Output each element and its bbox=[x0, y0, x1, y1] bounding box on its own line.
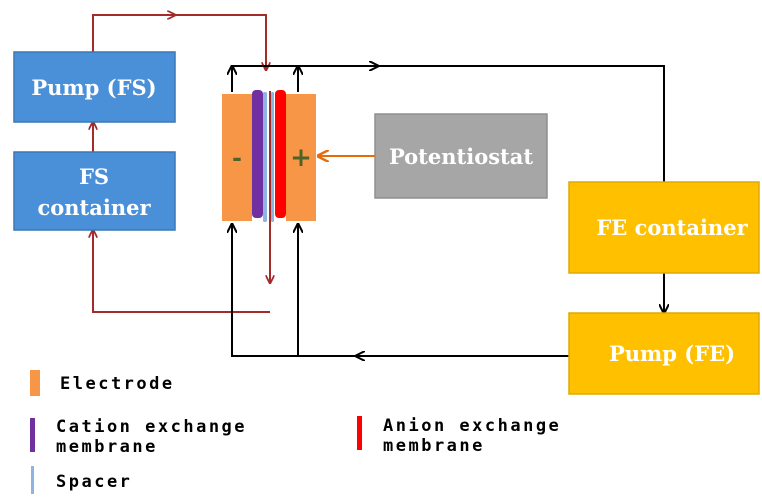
legend-cation-label-line2: membrane bbox=[56, 437, 158, 457]
fs-container-label-line1: FS bbox=[79, 164, 109, 189]
fs-container-box: FS container bbox=[13, 151, 176, 231]
fe-to-container-line bbox=[378, 65, 665, 182]
pump-fe-label: Pump (FE) bbox=[609, 341, 735, 366]
pump-fs-box: Pump (FS) bbox=[13, 51, 176, 123]
spacer-strip-right bbox=[271, 92, 274, 222]
fe-cell-left-in-arrow bbox=[232, 224, 356, 357]
fe-container-box: FE container bbox=[568, 181, 760, 274]
fe-flow-lines bbox=[232, 66, 664, 356]
pump-fs-label: Pump (FS) bbox=[31, 75, 156, 100]
pump-fs-rect bbox=[13, 51, 176, 123]
legend-cation-label-line1: Cation exchange bbox=[56, 417, 247, 437]
legend: Electrode Cation exchange membrane Anion… bbox=[30, 370, 561, 494]
legend-anion-swatch bbox=[357, 416, 362, 450]
left-electrode bbox=[222, 94, 252, 221]
potentiostat-label: Potentiostat bbox=[389, 144, 533, 169]
spacer-strip-left bbox=[263, 92, 267, 222]
legend-electrode-swatch bbox=[30, 370, 40, 396]
cathode-minus-sign: - bbox=[232, 143, 242, 172]
anode-plus-sign: + bbox=[290, 143, 312, 173]
potentiostat-box: Potentiostat bbox=[374, 113, 548, 199]
fs-container-rect bbox=[13, 151, 176, 231]
pump-fe-box: Pump (FE) bbox=[568, 312, 760, 395]
legend-spacer-label: Spacer bbox=[56, 472, 132, 492]
pump-fs-out-arrow bbox=[92, 15, 175, 52]
cation-exchange-membrane bbox=[252, 90, 263, 218]
legend-anion-label-line2: membrane bbox=[383, 436, 485, 456]
anion-exchange-membrane bbox=[275, 90, 286, 218]
legend-anion-label-line1: Anion exchange bbox=[383, 416, 561, 436]
right-electrode bbox=[286, 94, 316, 221]
legend-electrode-label: Electrode bbox=[60, 374, 175, 394]
fe-container-rect bbox=[568, 181, 760, 274]
ed-cell-stack: - + bbox=[222, 90, 316, 222]
fs-container-label-line2: container bbox=[37, 195, 151, 220]
fe-container-label: FE container bbox=[596, 215, 748, 240]
fs-to-cell-top-arrow bbox=[175, 14, 266, 70]
fs-return-to-container-arrow bbox=[93, 230, 270, 313]
pump-fe-rect bbox=[568, 312, 760, 395]
potentiostat-rect bbox=[374, 113, 548, 199]
fs-flow-lines bbox=[92, 14, 270, 313]
legend-cation-swatch bbox=[30, 418, 35, 452]
legend-spacer-swatch bbox=[31, 466, 34, 494]
